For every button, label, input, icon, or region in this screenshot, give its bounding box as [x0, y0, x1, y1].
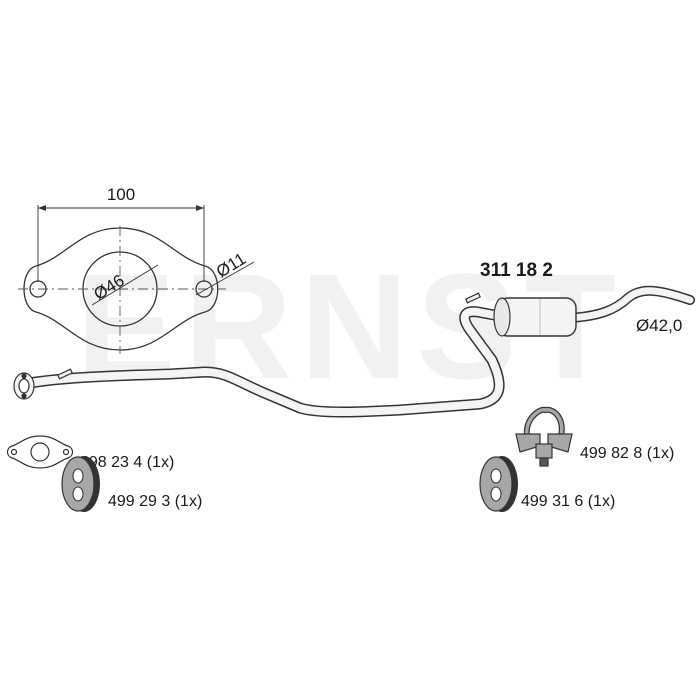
flange-width-label: 100	[107, 185, 135, 204]
pipe-clamp-icon	[515, 406, 573, 467]
exhaust-pipe	[24, 285, 695, 418]
gasket-icon	[6, 435, 74, 469]
part-label-rubber-mount-2: 499 31 6 (1x)	[521, 493, 615, 510]
front-pipe-flange	[13, 372, 35, 400]
pipe-diameter-label: Ø42,0	[636, 316, 682, 335]
hanger-pins	[57, 292, 481, 380]
rubber-mount-icon-2	[479, 456, 518, 512]
part-label-rubber-mount-1: 499 29 3 (1x)	[108, 493, 202, 510]
flange-drawing	[18, 205, 255, 354]
muffler	[493, 297, 577, 337]
main-part-number: 311 18 2	[480, 260, 553, 281]
part-label-pipe-clamp: 499 82 8 (1x)	[580, 445, 674, 462]
rubber-mount-icon	[61, 456, 100, 512]
part-label-gasket: 498 23 4 (1x)	[80, 454, 174, 471]
